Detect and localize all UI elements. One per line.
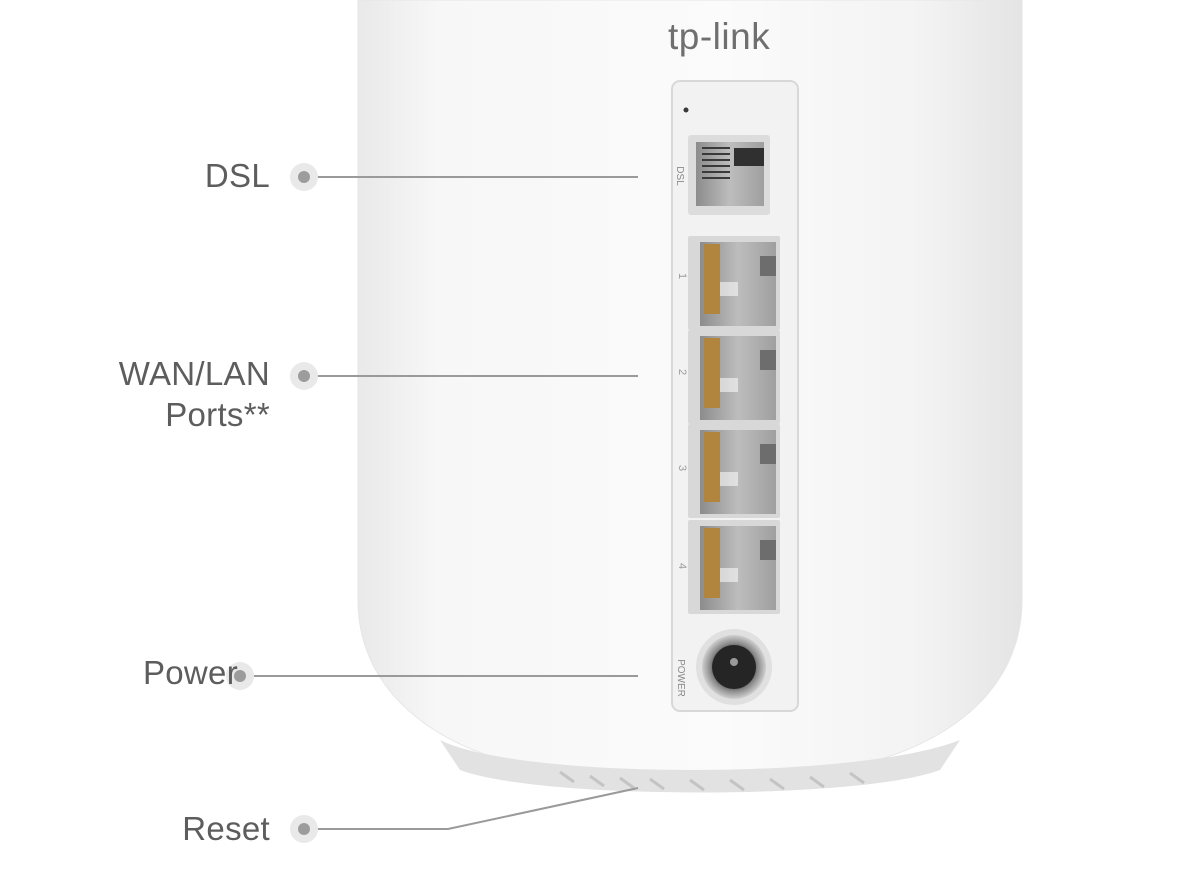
lan-number-4: 4	[676, 563, 688, 569]
lan-port-1	[688, 236, 780, 330]
callout-label-wan-lan: WAN/LAN Ports**	[119, 353, 270, 436]
power-jack	[696, 629, 772, 705]
dsl-port-label: DSL	[674, 166, 685, 186]
callout-power	[226, 662, 638, 690]
callout-wan-lan	[290, 362, 638, 390]
callout-label-power: Power	[142, 654, 238, 691]
callout-label-wan-lan-line1: WAN/LAN	[118, 355, 270, 392]
power-port-label: POWER	[675, 659, 686, 697]
lan-port-4	[688, 520, 780, 614]
lan-port-3	[688, 424, 780, 518]
dsl-port	[688, 135, 770, 215]
tp-link-logo: tp-link	[668, 16, 771, 57]
callout-label-dsl: DSL	[204, 157, 270, 194]
callout-dsl	[290, 163, 638, 191]
lan-port-2	[688, 330, 780, 424]
callout-reset	[290, 787, 639, 843]
callout-label-reset: Reset	[182, 810, 270, 847]
lan-number-3: 3	[676, 465, 688, 471]
bottom-vents	[559, 770, 865, 792]
status-led	[683, 107, 689, 113]
lan-number-2: 2	[676, 369, 688, 375]
lan-number-1: 1	[676, 273, 688, 279]
callout-label-wan-lan-line2: Ports**	[165, 396, 270, 434]
